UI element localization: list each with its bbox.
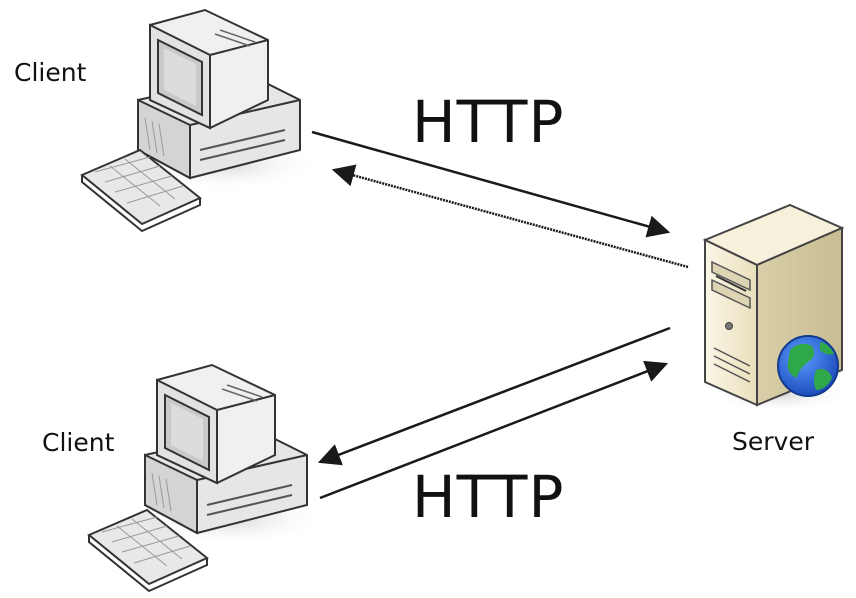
response-arrow-top — [331, 164, 689, 269]
client-bottom-label: Client — [42, 428, 115, 457]
response-arrow-bottom — [317, 326, 671, 466]
request-arrow-bottom — [319, 360, 669, 500]
http-top-label: HTTP — [412, 88, 565, 156]
http-arrows-bottom — [317, 326, 671, 500]
client-computer-top-icon — [80, 8, 320, 233]
client-top-label: Client — [14, 58, 87, 87]
globe-icon — [777, 335, 839, 397]
request-arrow-top — [311, 130, 671, 238]
client-computer-bottom-icon — [87, 363, 327, 593]
server-label: Server — [732, 427, 814, 456]
server-icon — [702, 203, 850, 413]
http-bottom-label: HTTP — [412, 463, 565, 531]
http-arrows-top — [311, 130, 689, 269]
